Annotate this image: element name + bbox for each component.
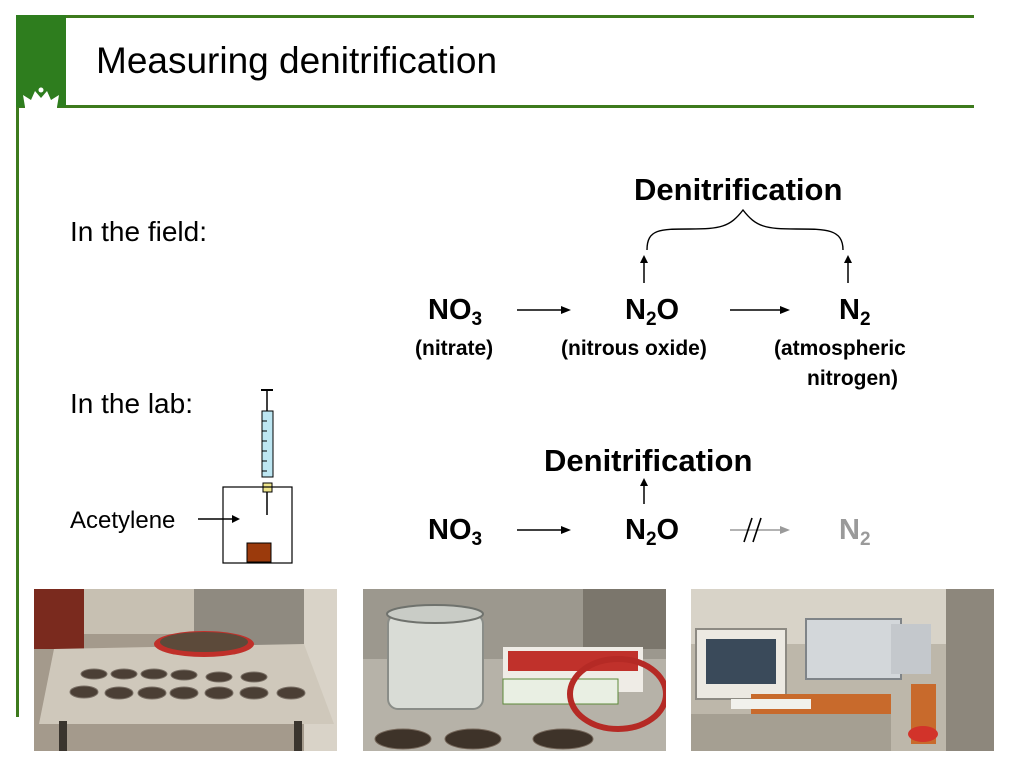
photo-soil-cores-table [34,589,337,751]
lab-arrow-1 [517,526,571,534]
field-nitrous-oxide-formula: N2O [625,294,680,330]
lab-up-arrow [640,478,648,504]
logo-block [16,15,66,111]
left-margin-rule [16,15,19,717]
acetylene-label: Acetylene [70,507,176,534]
lab-denitrification-heading: Denitrification [544,443,753,478]
syringe-jar-diagram [198,389,293,564]
field-nitrate-formula: NO3 [428,294,483,330]
jar-outline [222,486,293,564]
field-nitrogen-formula: N2 [839,294,871,330]
header-top-rule [16,15,974,18]
nitrogen-note-line1: (atmospheric [774,337,906,360]
page-title: Measuring denitrification [96,40,498,81]
lab-nitrogen-formula: N2 [839,514,871,550]
lab-nitrate-formula: NO3 [428,514,483,550]
lab-label: In the lab: [70,388,193,419]
nitrogen-note-line2: nitrogen) [807,367,898,390]
photo-gas-chromatograph [691,589,994,751]
nitrous-oxide-note: (nitrous oxide) [561,337,707,360]
lab-blocked-arrow [730,517,790,543]
nitrate-note: (nitrate) [415,337,494,360]
photo-jar-and-vials [363,589,666,751]
field-bracket [640,208,852,283]
field-label: In the field: [70,216,207,247]
field-denitrification-heading: Denitrification [634,172,843,207]
field-arrow-2 [730,306,790,314]
lab-nitrous-oxide-formula: N2O [625,514,680,550]
header-bottom-rule [16,105,974,108]
syringe-icon [261,389,274,515]
field-arrow-1 [517,306,571,314]
crown-icon [23,87,59,111]
soil-sample [246,542,272,563]
